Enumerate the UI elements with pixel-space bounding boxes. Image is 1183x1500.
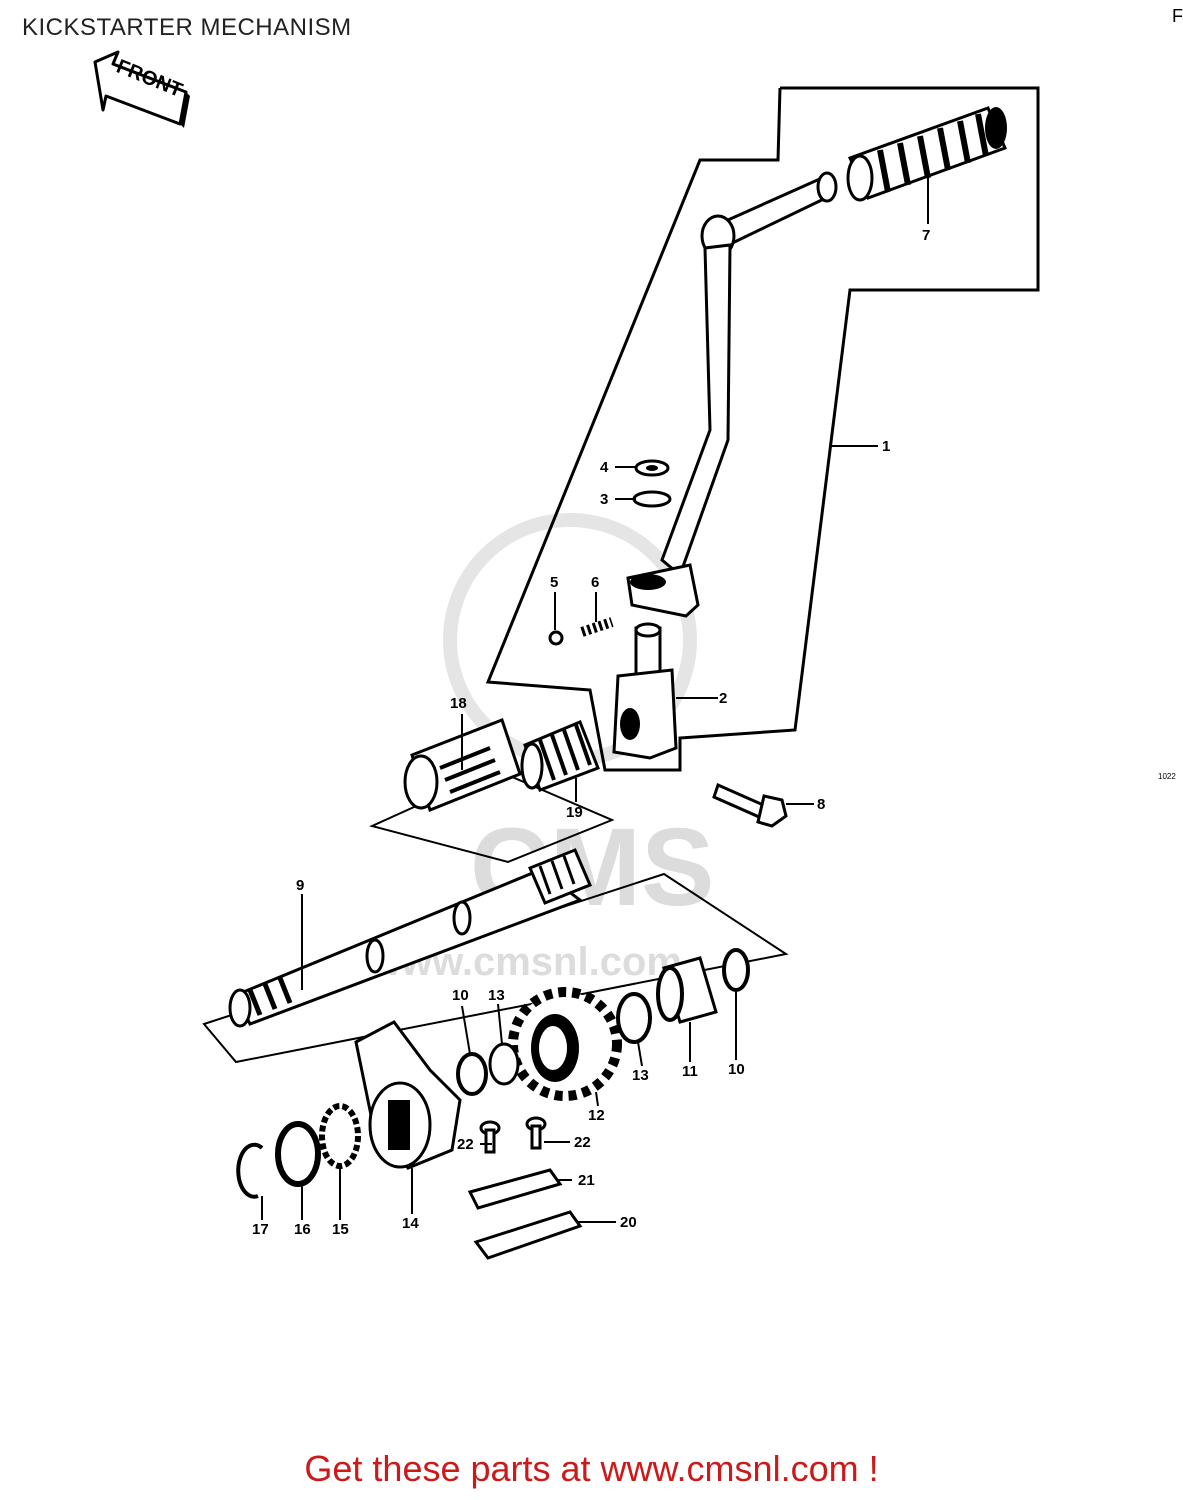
leader-lines <box>261 170 929 1223</box>
part-label-5: 5 <box>550 574 558 591</box>
part-label-17: 17 <box>252 1221 269 1238</box>
ratchet-circlip <box>236 1142 264 1199</box>
part-label-4: 4 <box>600 459 609 476</box>
ratchet <box>354 1020 462 1170</box>
return-spring <box>520 720 600 792</box>
part-label-22-right: 22 <box>574 1134 591 1151</box>
part-label-10-right: 10 <box>728 1061 745 1078</box>
kick-shaft-holder <box>612 622 678 760</box>
pedal-rubber <box>846 106 1007 202</box>
part-label-1: 1 <box>882 438 890 455</box>
part-label-8: 8 <box>817 796 825 813</box>
part-label-12: 12 <box>588 1107 605 1124</box>
screw-right <box>525 1116 547 1150</box>
kick-pedal-arm <box>626 171 838 618</box>
footer-link[interactable]: Get these parts at www.cmsnl.com ! <box>304 1448 879 1489</box>
bolt <box>712 782 788 828</box>
part-label-13-left: 13 <box>488 987 505 1004</box>
front-arrow: FRONT <box>93 50 190 128</box>
diagram-code: 1022 <box>1158 772 1176 781</box>
guide-plate <box>467 1168 563 1210</box>
washer-3 <box>632 490 672 508</box>
steel-ball <box>548 630 564 646</box>
part-label-15: 15 <box>332 1221 349 1238</box>
screw-left <box>479 1120 501 1154</box>
part-label-11: 11 <box>682 1063 698 1080</box>
circlip-right <box>722 948 750 992</box>
part-label-14: 14 <box>402 1215 419 1232</box>
part-label-9: 9 <box>296 877 304 894</box>
bushing <box>656 956 718 1024</box>
kick-shaft <box>228 848 592 1028</box>
part-label-6: 6 <box>591 574 599 591</box>
kick-gear <box>508 987 622 1101</box>
spring-collar <box>403 718 522 812</box>
part-label-10-left: 10 <box>452 987 469 1004</box>
part-label-3: 3 <box>600 491 608 508</box>
ratchet-spring <box>319 1103 361 1169</box>
part-label-7: 7 <box>922 227 930 244</box>
part-label-18: 18 <box>450 695 467 712</box>
washer-right <box>616 992 652 1044</box>
part-label-21: 21 <box>578 1172 595 1189</box>
part-labels: 1 2 3 4 5 6 7 8 9 10 10 11 12 13 13 14 1… <box>252 227 930 1238</box>
washer-left <box>488 1042 520 1086</box>
part-label-22-left: 22 <box>457 1136 474 1153</box>
exploded-parts-diagram: CMS www.cmsnl.com FRONT <box>93 50 1040 1260</box>
stopper-plate <box>473 1210 583 1260</box>
ratchet-washer <box>275 1121 321 1187</box>
watermark: CMS www.cmsnl.com <box>369 513 714 984</box>
part-label-16: 16 <box>294 1221 311 1238</box>
page-title: KICKSTARTER MECHANISM <box>22 14 352 41</box>
part-label-20: 20 <box>620 1214 637 1231</box>
detent-spring <box>580 617 614 637</box>
circlip-left <box>456 1052 488 1096</box>
part-label-2: 2 <box>719 690 727 707</box>
part-label-13-right: 13 <box>632 1067 649 1084</box>
washer-4 <box>634 459 670 477</box>
assembly-outline-kick-arm <box>485 86 1040 772</box>
part-label-19: 19 <box>566 804 583 821</box>
corner-mark: F <box>1172 6 1183 26</box>
